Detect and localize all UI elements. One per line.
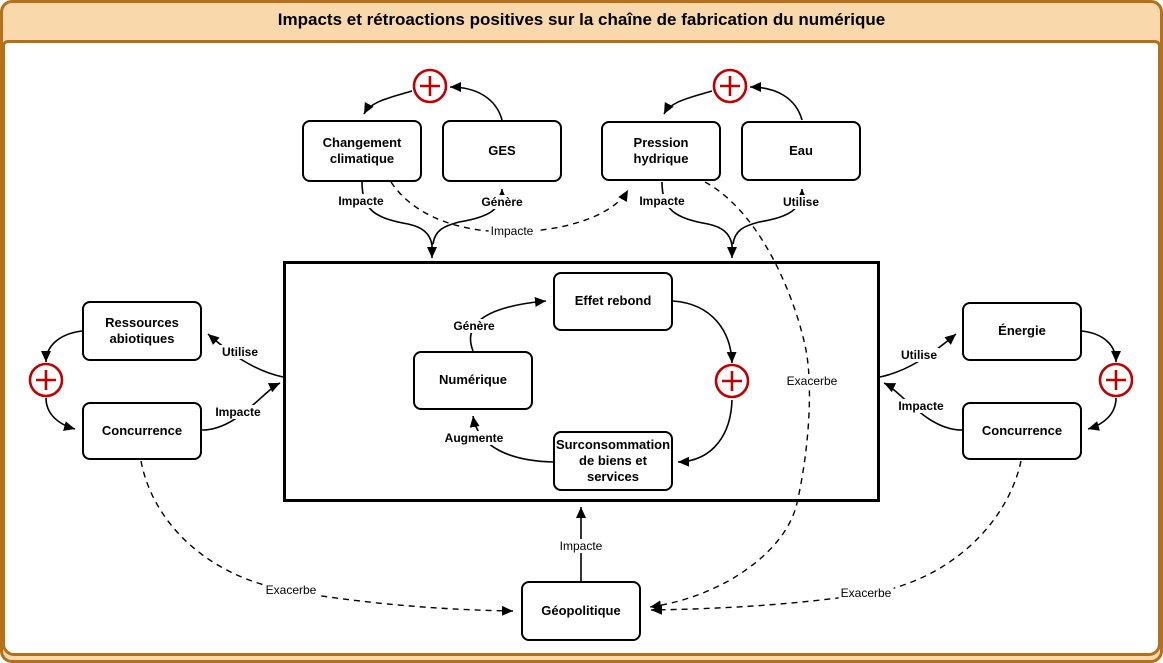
edge-label-exacerbe-droite: Exacerbe <box>838 586 894 600</box>
node-eau: Eau <box>741 121 861 181</box>
edge-label-augmente-numerique: Augmente <box>442 431 506 445</box>
node-energie: Énergie <box>962 302 1082 361</box>
edge-label-utilise-eau: Utilise <box>780 195 822 209</box>
edge-label-utilise-energie: Utilise <box>898 348 940 362</box>
node-geopolitique: Géopolitique <box>521 581 641 641</box>
diagram-title: Impacts et rétroactions positives sur la… <box>277 10 886 29</box>
edge-label-impacte-pointille: Impacte <box>488 224 536 238</box>
node-numerique: Numérique <box>413 351 533 410</box>
edge-label-genere-rebond: Génère <box>451 319 497 333</box>
edge-label-exacerbe-centre: Exacerbe <box>784 374 840 388</box>
node-changement-climatique: Changement climatique <box>302 120 422 182</box>
node-ressources-abiotiques: Ressources abiotiques <box>82 301 202 361</box>
node-surconsommation: Surconsommation de biens et services <box>553 431 673 491</box>
node-ges: GES <box>442 120 562 182</box>
diagram-title-bar: Impacts et rétroactions positives sur la… <box>0 0 1163 40</box>
edge-label-impacte-concurrence-gauche: Impacte <box>213 405 263 419</box>
edge-label-genere-ges: Génère <box>479 195 525 209</box>
node-pression-hydrique: Pression hydrique <box>601 121 721 181</box>
node-concurrence-gauche: Concurrence <box>82 402 202 460</box>
edge-label-impacte-hydrique: Impacte <box>637 194 687 208</box>
edge-label-impacte-concurrence-droite: Impacte <box>896 399 946 413</box>
node-concurrence-droite: Concurrence <box>962 402 1082 460</box>
edge-label-exacerbe-gauche: Exacerbe <box>263 583 319 597</box>
edge-label-impacte-geopolitique: Impacte <box>557 539 605 553</box>
edge-label-utilise-ressources: Utilise <box>219 345 261 359</box>
edge-label-impacte-climat: Impacte <box>336 194 386 208</box>
node-effet-rebond: Effet rebond <box>553 272 673 331</box>
